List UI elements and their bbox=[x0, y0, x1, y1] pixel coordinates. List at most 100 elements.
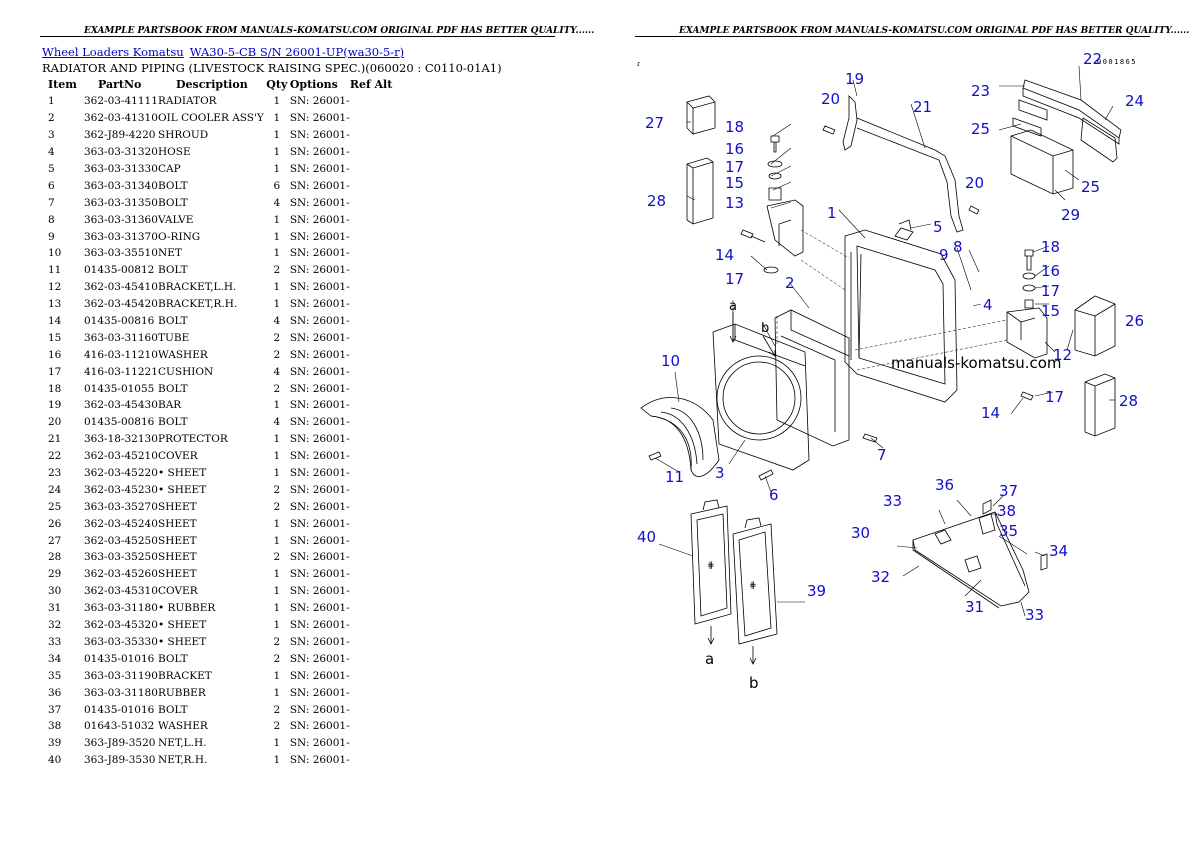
cell-ref-alt bbox=[350, 144, 393, 161]
cell-partno: 363-18-32130 bbox=[84, 433, 158, 446]
cell-partno: 01435-01016 bbox=[84, 652, 155, 665]
cell-partno: 363-03-31320 bbox=[84, 146, 158, 159]
cell-item: 37 bbox=[48, 703, 62, 716]
cell-ref-alt bbox=[350, 161, 393, 178]
cell-item: 35 bbox=[48, 669, 62, 682]
cell-partno: 362-03-45310 bbox=[84, 585, 158, 598]
cell-description: SHEET bbox=[158, 517, 197, 530]
cell-description: TUBE bbox=[158, 331, 190, 344]
sheet-26-shape bbox=[1074, 295, 1116, 357]
callout-number: 28 bbox=[1119, 392, 1138, 410]
cell-qty: 1 bbox=[273, 585, 281, 598]
cell-description: SHEET bbox=[158, 551, 197, 564]
cell-partno: 362-03-45230 bbox=[84, 483, 158, 496]
cell-description: • RUBBER bbox=[158, 602, 216, 615]
cell-qty: 1 bbox=[273, 281, 281, 294]
cell-partno: 363-03-35330 bbox=[84, 635, 158, 648]
cell-qty: 2 bbox=[273, 500, 281, 513]
cell-item: 6 bbox=[48, 179, 55, 192]
cell-ref-alt bbox=[350, 194, 393, 211]
table-header-row: Item PartNo Description Qty Options Ref … bbox=[42, 76, 392, 93]
cell-partno: 01435-01016 bbox=[84, 703, 155, 716]
cell-qty: 1 bbox=[273, 686, 281, 699]
callout-number: 27 bbox=[645, 114, 664, 132]
callout-number: 24 bbox=[1125, 92, 1144, 110]
cell-description: RUBBER bbox=[158, 686, 206, 699]
breadcrumb-link-model[interactable]: WA30-5-CB S/N 26001-UP(wa30-5-r) bbox=[189, 45, 405, 59]
cell-item: 39 bbox=[48, 737, 62, 750]
callout-number: 22 bbox=[1083, 50, 1102, 68]
cell-partno: 362-03-45260 bbox=[84, 568, 158, 581]
cell-description: BOLT bbox=[158, 179, 188, 192]
cell-item: 18 bbox=[48, 382, 62, 395]
header-divider bbox=[40, 36, 555, 37]
callout-number: 14 bbox=[715, 246, 734, 264]
callout-number: 17 bbox=[725, 270, 744, 288]
ref-letter-b-top: b bbox=[761, 321, 769, 336]
page-header: EXAMPLE PARTSBOOK FROM MANUALS-KOMATSU.C… bbox=[84, 26, 595, 36]
cell-options: SN: 26001- bbox=[289, 112, 350, 125]
leader-lines bbox=[654, 65, 1115, 493]
cell-item: 20 bbox=[48, 416, 62, 429]
callout-number: 12 bbox=[1053, 346, 1072, 364]
cell-options: SN: 26001- bbox=[289, 95, 350, 108]
cell-ref-alt bbox=[350, 617, 393, 634]
cell-partno: 363-J89-3520 bbox=[84, 737, 156, 750]
cell-qty: 1 bbox=[273, 399, 281, 412]
cell-ref-alt bbox=[350, 397, 393, 414]
cell-ref-alt bbox=[350, 752, 393, 769]
callout-number: 26 bbox=[1125, 312, 1144, 330]
cell-partno: 363-03-31350 bbox=[84, 196, 158, 209]
net-left-shape: ⋕ bbox=[690, 499, 732, 645]
cell-ref-alt bbox=[350, 296, 393, 313]
cell-options: SN: 26001- bbox=[289, 331, 350, 344]
svg-text:⋕: ⋕ bbox=[707, 561, 715, 571]
callout-number: 35 bbox=[999, 522, 1018, 540]
cell-ref-alt bbox=[350, 346, 393, 363]
cell-description: BOLT bbox=[158, 382, 188, 395]
breadcrumb-link-wheel-loaders[interactable]: Wheel Loaders Komatsu bbox=[42, 45, 184, 59]
parts-table: Item PartNo Description Qty Options Ref … bbox=[42, 76, 392, 769]
cell-partno: 362-03-45240 bbox=[84, 517, 158, 530]
bracket-right-shape bbox=[1006, 249, 1048, 359]
cell-qty: 4 bbox=[273, 196, 281, 209]
cell-description: COVER bbox=[158, 585, 198, 598]
cell-description: CAP bbox=[158, 163, 181, 175]
cell-description: O-RING bbox=[158, 230, 201, 243]
cell-options: SN: 26001- bbox=[289, 703, 350, 716]
cell-item: 27 bbox=[48, 534, 62, 547]
diagram-page: EXAMPLE PARTSBOOK FROM MANUALS-KOMATSU.C… bbox=[595, 0, 1190, 842]
cell-options: SN: 26001- bbox=[289, 720, 350, 733]
cell-options: SN: 26001- bbox=[289, 179, 350, 192]
diagram-code: 0001865 bbox=[1097, 58, 1137, 66]
callout-number: 36 bbox=[935, 476, 954, 494]
cell-qty: 1 bbox=[273, 112, 281, 125]
cell-description: NET,L.H. bbox=[158, 737, 207, 750]
callout-number: 38 bbox=[997, 502, 1016, 520]
small-bolts bbox=[648, 125, 1034, 481]
cell-qty: 2 bbox=[273, 720, 281, 733]
cell-item: 25 bbox=[48, 500, 62, 513]
bolt-stack-left bbox=[766, 135, 804, 257]
cell-description: CUSHION bbox=[158, 365, 214, 378]
callout-number: 28 bbox=[647, 192, 666, 210]
callout-number: 40 bbox=[637, 528, 656, 546]
cell-item: 14 bbox=[48, 315, 62, 328]
cell-partno: 416-03-11221 bbox=[84, 365, 158, 378]
